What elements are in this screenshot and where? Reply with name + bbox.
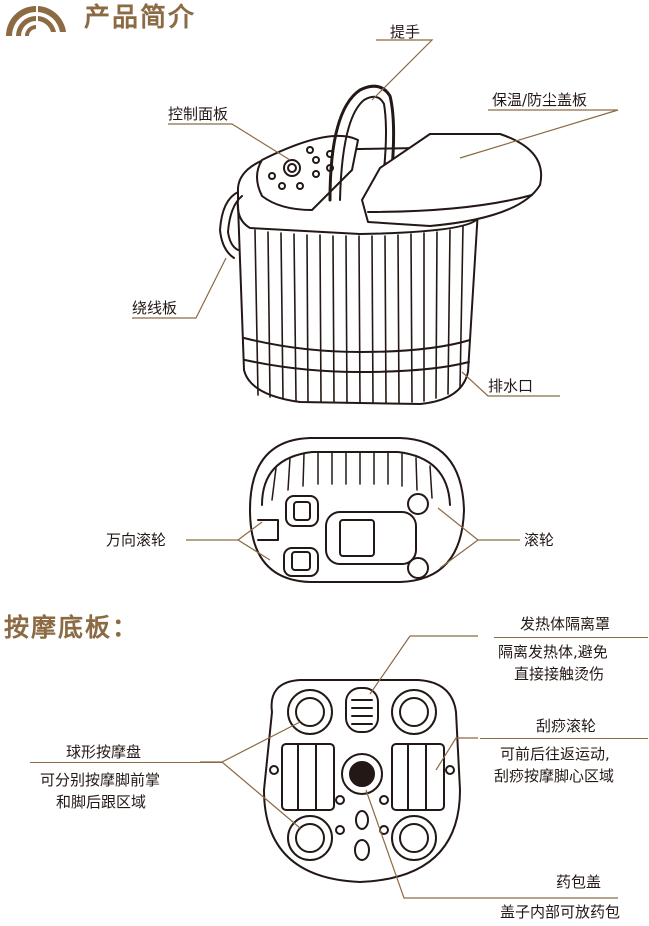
herb-lid-title: 药包盖: [556, 873, 602, 891]
label-handle: 提手: [390, 23, 421, 41]
page-title: 产品简介: [84, 3, 197, 33]
label-cover: 保温/防尘盖板: [492, 91, 588, 109]
label-caster: 万向滚轮: [106, 531, 167, 549]
scraping-roller-rule: [480, 738, 648, 739]
label-drain: 排水口: [488, 377, 534, 395]
section-title: 按摩底板：: [4, 613, 140, 642]
heat-shield-desc-2: 直接接触烫伤: [514, 665, 605, 683]
scraping-roller-desc-1: 可前后往返运动,: [500, 745, 610, 763]
scraping-roller-title: 刮痧滚轮: [536, 717, 597, 735]
heat-shield-desc-1: 隔离发热体,避免: [498, 643, 608, 661]
body-ribs: [254, 225, 464, 404]
massage-base: [263, 679, 461, 883]
arch-stripes-logo-icon: [6, 6, 66, 36]
heat-shield-title: 发热体隔离罩: [520, 615, 611, 633]
label-cord-board: 绕线板: [132, 299, 178, 317]
ball-massage-desc-2: 和脚后跟区域: [56, 793, 147, 811]
label-control-panel: 控制面板: [168, 105, 229, 123]
ball-massage-title: 球形按摩盘: [66, 743, 142, 761]
ball-massage-rule: [30, 762, 222, 763]
herb-lid-desc-1: 盖子内部可放药包: [500, 903, 621, 921]
bottom-view: [249, 437, 465, 583]
scraping-roller-desc-2: 刮痧按摩脚心区域: [494, 767, 615, 785]
ball-massage-desc-1: 可分别按摩脚前掌: [40, 771, 161, 789]
heat-shield-rule: [494, 637, 648, 638]
label-roller: 滚轮: [524, 531, 555, 549]
